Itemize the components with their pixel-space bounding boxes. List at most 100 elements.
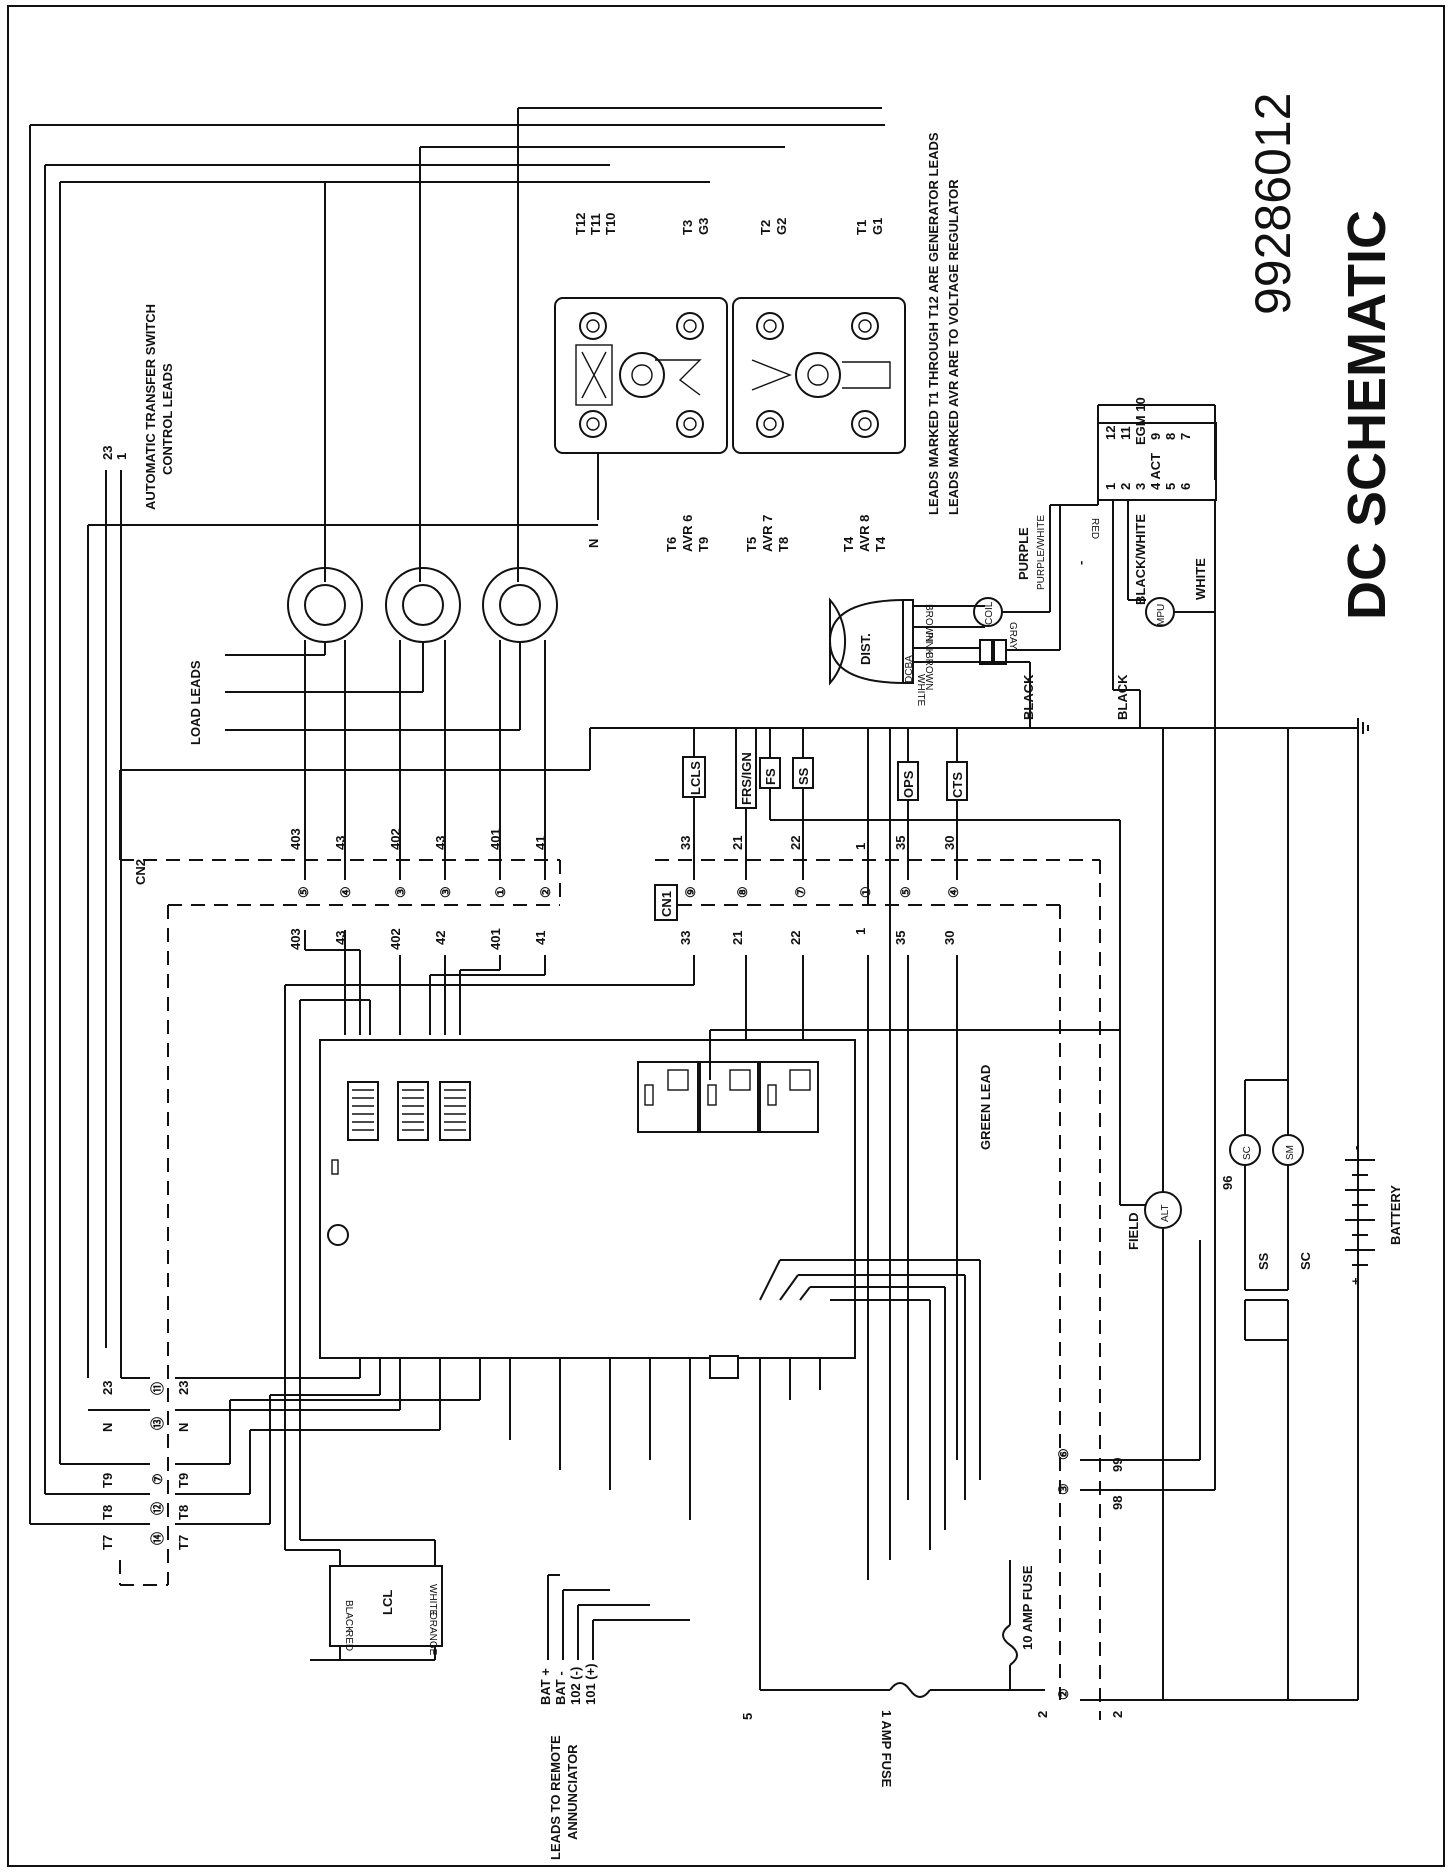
battery-label: BATTERY [1388, 1185, 1403, 1245]
svg-text:⑬: ⑬ [150, 1417, 165, 1430]
svg-text:22: 22 [788, 931, 803, 945]
svg-text:AVR 6: AVR 6 [680, 515, 695, 552]
svg-text:⑤: ⑤ [898, 886, 913, 898]
svg-text:6: 6 [1178, 483, 1193, 490]
load-leads-label: LOAD LEADS [188, 660, 203, 745]
svg-text:1: 1 [853, 928, 868, 935]
svg-text:2: 2 [1035, 1711, 1050, 1718]
sc-switch-label: SC [1298, 1251, 1313, 1270]
top-lead-labels: T12 T11 T10 T3 G3 T2 G2 T1 G1 [573, 213, 885, 235]
part-number: 99286012 [1245, 93, 1301, 315]
leads-note-2: LEADS MARKED AVR ARE TO VOLTAGE REGULATO… [946, 179, 961, 515]
svg-text:22: 22 [788, 836, 803, 850]
svg-text:T10: T10 [603, 213, 618, 235]
ecm-module: 1 2 3 4 ACT 5 6 12 11 EGM 10 9 8 7 [1097, 397, 1217, 505]
connector-cn1: CN1 33 21 22 1 35 30 ⑨ ⑧ ⑦ ① ⑤ ④ 33 21 2… [654, 836, 1101, 1720]
svg-text:BLACK/WHITE: BLACK/WHITE [1133, 514, 1148, 605]
battery [1345, 1159, 1375, 1266]
svg-text:3: 3 [1133, 483, 1148, 490]
svg-text:T9: T9 [176, 1473, 191, 1488]
svg-text:DCBA: DCBA [904, 655, 915, 683]
control-board [319, 1039, 856, 1379]
connector-right-98-99: ③ ⑥ 98 99 [1056, 480, 1216, 1701]
svg-text:BROWN: BROWN [923, 604, 934, 642]
ats-label-1: AUTOMATIC TRANSFER SWITCH [143, 304, 158, 510]
svg-text:402: 402 [388, 928, 403, 950]
svg-text:401: 401 [488, 928, 503, 950]
svg-text:1: 1 [853, 843, 868, 850]
connector-cn2: CN2 403 43 402 43 401 41 ⑤ ④ ③ ③ ① ② 403… [120, 828, 561, 1585]
svg-text:5: 5 [1163, 483, 1178, 490]
bottom-lead-labels: T6 AVR 6 T9 T5 AVR 7 T8 T4 AVR 8 T4 [664, 515, 888, 552]
generator-terminal-block-left [554, 297, 728, 454]
generator-terminal-block-right [732, 297, 906, 454]
svg-text:403: 403 [288, 928, 303, 950]
svg-text:G3: G3 [696, 218, 711, 235]
connector-lower-left: T7 T8 T9 N 23 ⑭ ⑫ ⑦ ⑬ ⑪ T7 T8 T9 N 23 [30, 1377, 480, 1586]
svg-text:BLACK: BLACK [1115, 674, 1130, 720]
svg-text:1 AMP FUSE: 1 AMP FUSE [879, 1710, 894, 1788]
svg-text:PURPLE: PURPLE [1016, 527, 1031, 580]
svg-text:+: + [1348, 1277, 1363, 1285]
fuses: 5 1 AMP FUSE 10 AMP FUSE 2 ② 2 [740, 1560, 1125, 1788]
svg-text:⑫: ⑫ [150, 1502, 165, 1515]
svg-text:99: 99 [1110, 1458, 1125, 1472]
dist-label: DIST. [858, 633, 873, 665]
coil-label: COIL [984, 601, 995, 625]
svg-text:T7: T7 [176, 1535, 191, 1550]
svg-text:T2: T2 [758, 220, 773, 235]
svg-text:43: 43 [433, 836, 448, 850]
svg-text:T5: T5 [744, 537, 759, 552]
svg-text:LEADS TO REMOTE: LEADS TO REMOTE [548, 1735, 563, 1860]
svg-text:RED: RED [343, 1630, 354, 1651]
svg-text:21: 21 [730, 931, 745, 945]
svg-text:②: ② [538, 886, 553, 898]
ct-leads [304, 640, 546, 880]
svg-text:101 (+): 101 (+) [583, 1663, 598, 1705]
svg-text:403: 403 [288, 828, 303, 850]
svg-text:33: 33 [678, 836, 693, 850]
svg-text:T6: T6 [664, 537, 679, 552]
sensor-cts: CTS [950, 772, 965, 798]
green-lead-label: GREEN LEAD [978, 1065, 993, 1150]
svg-text:41: 41 [533, 836, 548, 850]
svg-text:33: 33 [678, 931, 693, 945]
svg-text:③: ③ [438, 886, 453, 898]
svg-text:11: 11 [1118, 426, 1133, 440]
svg-text:③: ③ [393, 886, 408, 898]
svg-text:⑭: ⑭ [150, 1532, 165, 1545]
svg-text:PINK: PINK [923, 632, 934, 656]
svg-text:T8: T8 [100, 1505, 115, 1520]
svg-text:T11: T11 [588, 213, 603, 235]
sensor-frs-ign: FRS/IGN [739, 752, 754, 805]
svg-text:EGM 10: EGM 10 [1133, 397, 1148, 445]
ats-label-2: CONTROL LEADS [160, 363, 175, 475]
schematic-title: DC SCHEMATIC [1337, 210, 1397, 620]
svg-text:9: 9 [1148, 433, 1163, 440]
svg-text:T1: T1 [854, 220, 869, 235]
ats-lead-23: 23 [100, 446, 115, 460]
svg-text:ORANGE: ORANGE [427, 1612, 438, 1656]
leads-note-1: LEADS MARKED T1 THROUGH T12 ARE GENERATO… [926, 132, 941, 515]
cn2-label: CN2 [133, 859, 148, 885]
svg-text:⑧: ⑧ [735, 886, 750, 898]
svg-text:AVR 8: AVR 8 [857, 515, 872, 552]
ats-lead-1: 1 [114, 453, 129, 460]
svg-text:②: ② [1056, 1688, 1071, 1700]
svg-text:2: 2 [1110, 1711, 1125, 1718]
ss-switch-label: SS [1256, 1252, 1271, 1270]
svg-text:⑦: ⑦ [150, 1473, 165, 1485]
sensors: LCLS FRS/IGN FS SS OPS CTS [682, 727, 1121, 1205]
svg-text:N: N [100, 1423, 115, 1432]
top-wiring [29, 107, 885, 1524]
svg-text:12: 12 [1103, 426, 1118, 440]
svg-text:98: 98 [1110, 1496, 1125, 1510]
alt-label: ALT [1160, 1204, 1171, 1222]
svg-text:PURPLE/WHITE: PURPLE/WHITE [1036, 515, 1047, 590]
svg-text:30: 30 [942, 836, 957, 850]
svg-text:G2: G2 [774, 218, 789, 235]
board-bottom-leads [359, 1358, 821, 1690]
svg-text:-: - [1073, 561, 1088, 565]
svg-text:401: 401 [488, 828, 503, 850]
svg-text:T8: T8 [776, 537, 791, 552]
